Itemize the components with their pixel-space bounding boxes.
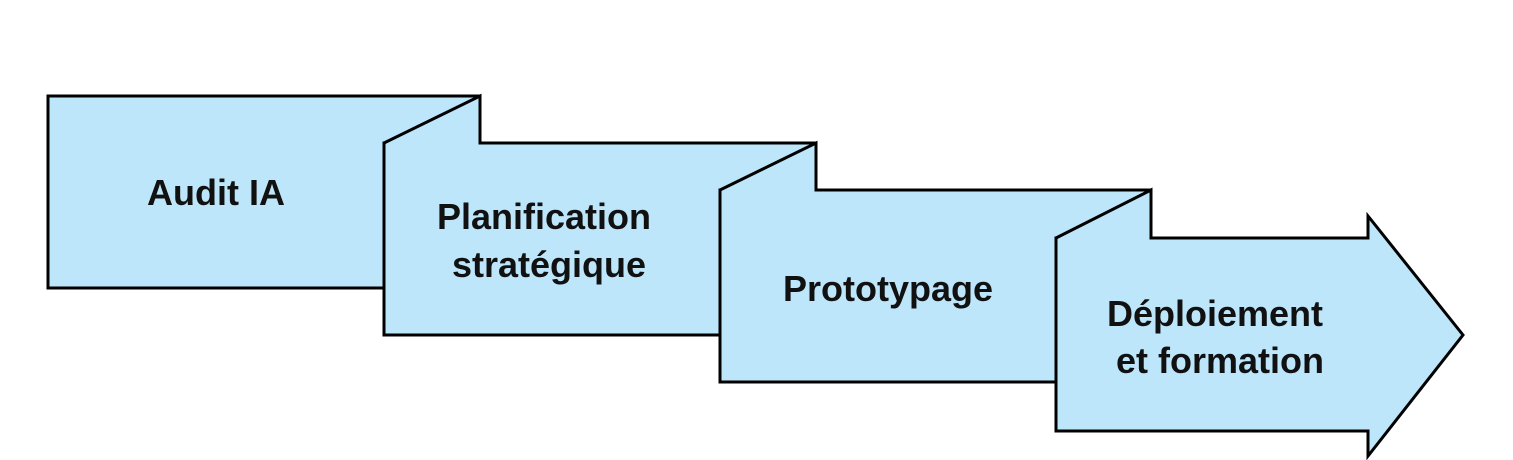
step-deploiement-label-line-2: et formation	[1116, 340, 1324, 381]
step-planification-label: Planification stratégique	[437, 196, 661, 285]
step-deploiement-shape	[1054, 187, 1465, 460]
step-audit-label-line-1: Audit IA	[147, 172, 285, 213]
step-prototypage-label-line-1: Prototypage	[783, 268, 993, 309]
step-audit-label: Audit IA	[147, 172, 285, 213]
step-prototypage-label: Prototypage	[783, 268, 993, 309]
step-planification-label-line-1: Planification	[437, 196, 651, 237]
step-deploiement-label: Déploiement et formation	[1107, 293, 1333, 381]
step-planification: Planification stratégique	[382, 93, 818, 337]
step-planification-label-line-2: stratégique	[452, 244, 646, 285]
step-deploiement: Déploiement et formation	[1054, 187, 1465, 460]
step-deploiement-label-line-1: Déploiement	[1107, 293, 1323, 334]
